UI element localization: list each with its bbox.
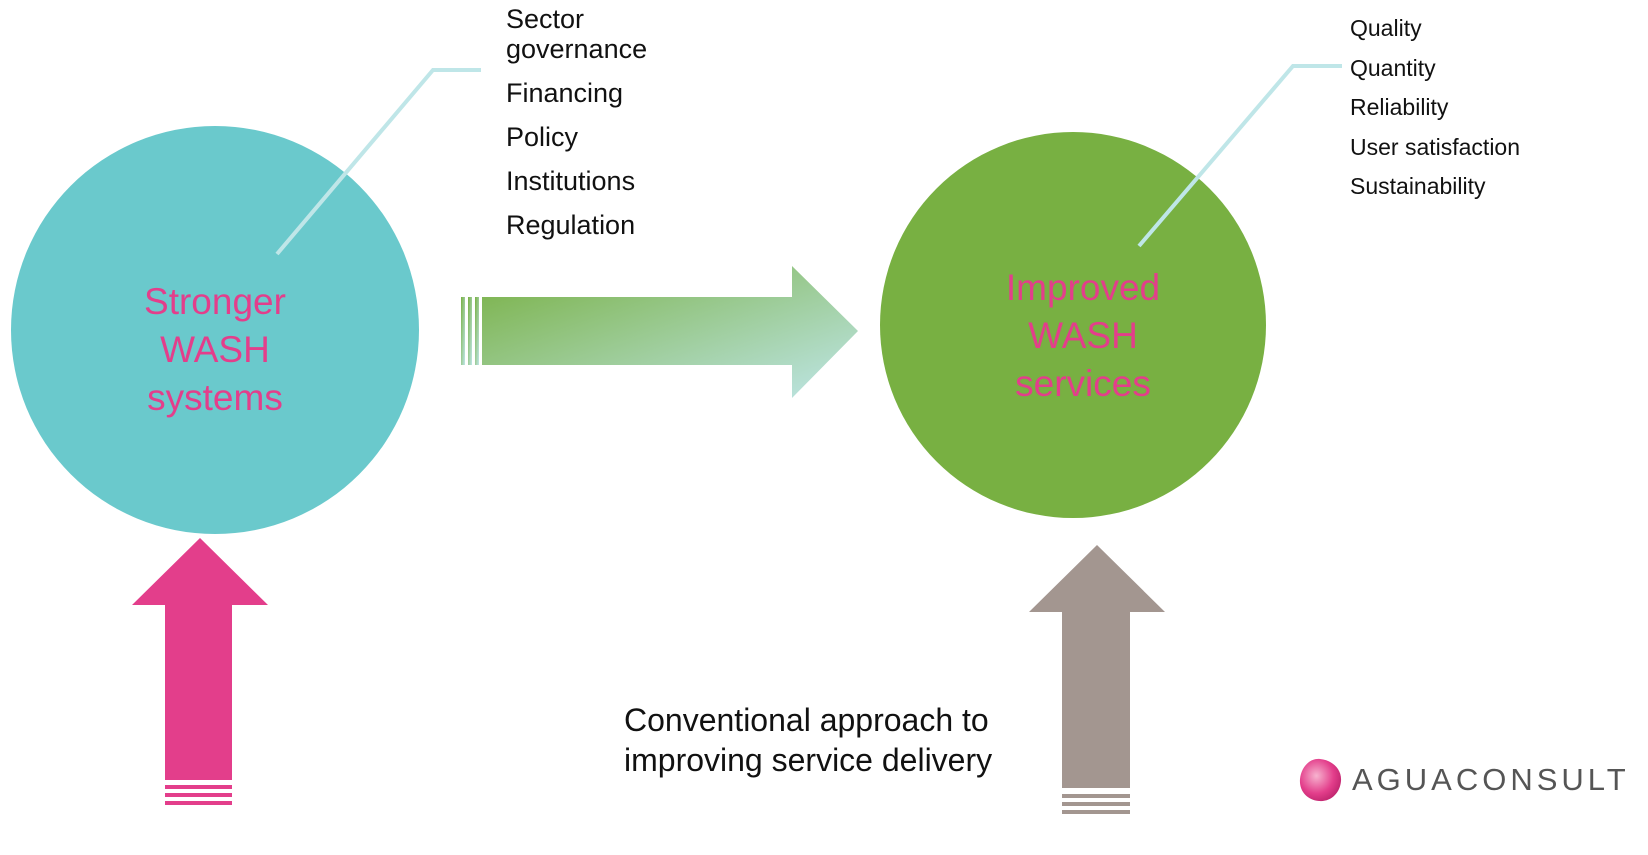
systems-components-list: Sector governance Financing Policy Insti… <box>506 4 706 254</box>
list-item: Sustainability <box>1350 173 1486 199</box>
conventional-approach-caption: Conventional approach to improving servi… <box>624 702 993 778</box>
stronger-wash-systems-circle <box>11 126 419 534</box>
list-item: User satisfaction <box>1350 133 1521 160</box>
logo-text: AGUACONSULT <box>1352 762 1630 797</box>
pink-arrow-up-icon <box>132 538 268 805</box>
watercolor-blob-icon <box>1299 758 1342 802</box>
list-item: Institutions <box>506 166 636 196</box>
aguaconsult-logo: AGUACONSULT <box>1296 752 1630 808</box>
stronger-wash-systems-label: Stronger WASH systems <box>144 281 286 418</box>
list-item: Reliability <box>1350 94 1449 120</box>
service-attributes-list: Quality Quantity Reliability User satisf… <box>1350 15 1590 213</box>
list-item: Quality <box>1350 15 1422 41</box>
striped-arrow-right-icon <box>461 266 858 398</box>
improved-wash-services-label: Improved WASH services <box>1005 267 1161 404</box>
list-item: Financing <box>506 78 624 108</box>
list-item: Quantity <box>1350 54 1436 81</box>
improved-wash-services-circle <box>880 132 1266 518</box>
list-item: Regulation <box>506 210 636 240</box>
left-callout-line <box>275 68 481 256</box>
list-item: Sector governance <box>506 4 648 64</box>
grey-arrow-up-icon <box>1029 545 1165 814</box>
right-callout-line <box>1137 64 1342 248</box>
list-item: Policy <box>506 122 579 152</box>
